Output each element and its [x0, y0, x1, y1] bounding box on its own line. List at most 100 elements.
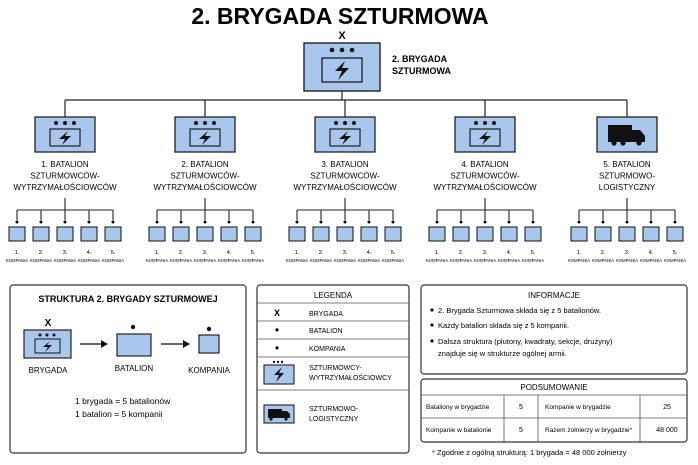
company-label: KOMPANIA [474, 258, 496, 263]
battalion-label-line: WYTRZYMAŁOŚCIOWCÓW [153, 183, 257, 192]
company-box [336, 226, 354, 242]
summary-val-battalions: 5 [519, 404, 523, 411]
company-box [570, 226, 588, 242]
company-number: 5. [391, 250, 396, 256]
company-box [452, 226, 470, 242]
company-3: 3.KOMPANIA [474, 220, 496, 263]
page-title: 2. BRYGADA SZTURMOWA [191, 3, 488, 29]
legend-title: LEGENDA [314, 291, 353, 300]
company-5: 5. KOMPANIA [664, 220, 686, 263]
battalion-label-line: SZTURMOWCÓW- [170, 172, 240, 181]
company-box [428, 226, 446, 242]
battalion-unit-icon [454, 116, 516, 153]
battalion-label-line: WYTRZYMAŁOŚCIOWCÓW [433, 183, 537, 192]
company-box [172, 226, 190, 242]
footnote: * Zgodnie z ogólną strukturą: 1 brygada … [432, 448, 627, 457]
company-label: KOMPANIA [146, 258, 168, 263]
battalion-label-line: SZTURMOWCÓW- [450, 172, 520, 181]
company-label: KOMPANIA [242, 258, 264, 263]
battalion-label-line: 1. BATALION [41, 160, 88, 169]
company-number: 2. [179, 250, 184, 256]
company-dot-icon [295, 220, 299, 224]
lightning-icon [335, 61, 349, 80]
company-label: KOMPANIA [78, 258, 100, 263]
lightning-icon [199, 131, 211, 145]
company-connectors [436, 198, 534, 220]
legend-symbol-brigade: X [274, 308, 280, 318]
company-number: 5. [673, 250, 678, 256]
company-connectors [156, 198, 254, 220]
company-box [500, 226, 518, 242]
company-dot-icon [87, 220, 91, 224]
company-label: KOMPANIA [382, 258, 404, 263]
info-item-3-cont: znajduje się w strukturze ogólnej armii. [438, 349, 567, 358]
battalion-label-line: SZTURMOWCÓW- [310, 172, 380, 181]
company-5: 5.KOMPANIA [522, 220, 544, 263]
legend-assault-icon [263, 360, 295, 385]
brigade-unit-icon [303, 42, 381, 92]
battalion-5: 5. BATALIONSZTURMOWO-LOGISTYCZNY1.KOMPAN… [568, 116, 686, 263]
company-box [220, 226, 238, 242]
structure-company-label: KOMPANIA [188, 366, 230, 375]
legend-symbol-company: • [275, 341, 279, 355]
company-label: KOMPANIA [310, 258, 332, 263]
company-dot-icon [179, 220, 183, 224]
company-3: 3.KOMPANIA [54, 220, 76, 263]
summary-key-battalions: Bataliony w brygadzie [426, 404, 490, 411]
legend-panel: LEGENDA X BRYGADA • BATALION • KOMPANIA … [256, 284, 410, 454]
company-box [476, 226, 494, 242]
bullet-icon [430, 323, 434, 327]
battalion-label-line: LOGISTYCZNY [599, 183, 656, 192]
company-dot-icon [319, 220, 323, 224]
company-label: KOMPANIA [334, 258, 356, 263]
company-box [594, 226, 612, 242]
brigade-connectors [64, 91, 628, 117]
company-box [288, 226, 306, 242]
company-2: 2.KOMPANIA [450, 220, 472, 263]
company-box [666, 226, 684, 242]
lightning-icon [59, 131, 71, 145]
company-dot-icon [367, 220, 371, 224]
company-label: KOMPANIA [218, 258, 240, 263]
battalion-label-line: 5. BATALION [603, 160, 650, 169]
lightning-icon [274, 367, 284, 382]
company-dot-icon [343, 220, 347, 224]
company-label: KOMPANIA [664, 258, 686, 263]
company-number: 1. [295, 250, 300, 256]
battalion-label-line: WYTRZYMAŁOŚCIOWCÓW [13, 183, 117, 192]
company-dot-icon [251, 220, 255, 224]
battalion-label-line: 2. BATALION [181, 160, 228, 169]
legend-logistics-line2: LOGISTYCZNY [309, 416, 359, 423]
company-box [384, 226, 402, 242]
company-label: KOMPANIA [170, 258, 192, 263]
company-box [312, 226, 330, 242]
legend-label-brigade: BRYGADA [309, 311, 343, 318]
company-box [360, 226, 378, 242]
company-box [8, 226, 26, 242]
company-1: 1.KOMPANIA [146, 220, 168, 263]
structure-battalion-label: BATALION [115, 364, 154, 373]
legend-logistics-icon [263, 404, 295, 424]
company-3: 3.KOMPANIA [616, 220, 638, 263]
company-number: 5. [531, 250, 536, 256]
company-number: 3. [203, 250, 208, 256]
company-1: 1.KOMPANIA [6, 220, 28, 263]
company-number: 3. [625, 250, 630, 256]
summary-val-companies-brigade: 25 [663, 404, 671, 411]
company-2: 2.KOMPANIA [592, 220, 614, 263]
company-dot-icon [63, 220, 67, 224]
company-label: KOMPANIA [592, 258, 614, 263]
company-number: 2. [459, 250, 464, 256]
company-label: KOMPANIA [640, 258, 662, 263]
brigade-name-line1: 2. BRYGADA [392, 54, 448, 64]
info-title: INFORMACJE [528, 291, 580, 300]
company-box [56, 226, 74, 242]
company-dot-icon [111, 220, 115, 224]
company-dot-icon [203, 220, 207, 224]
company-label: KOMPANIA [568, 258, 590, 263]
company-label: KOMPANIA [30, 258, 52, 263]
company-dot-icon [15, 220, 19, 224]
company-dot-icon [39, 220, 43, 224]
truck-icon [608, 125, 645, 146]
